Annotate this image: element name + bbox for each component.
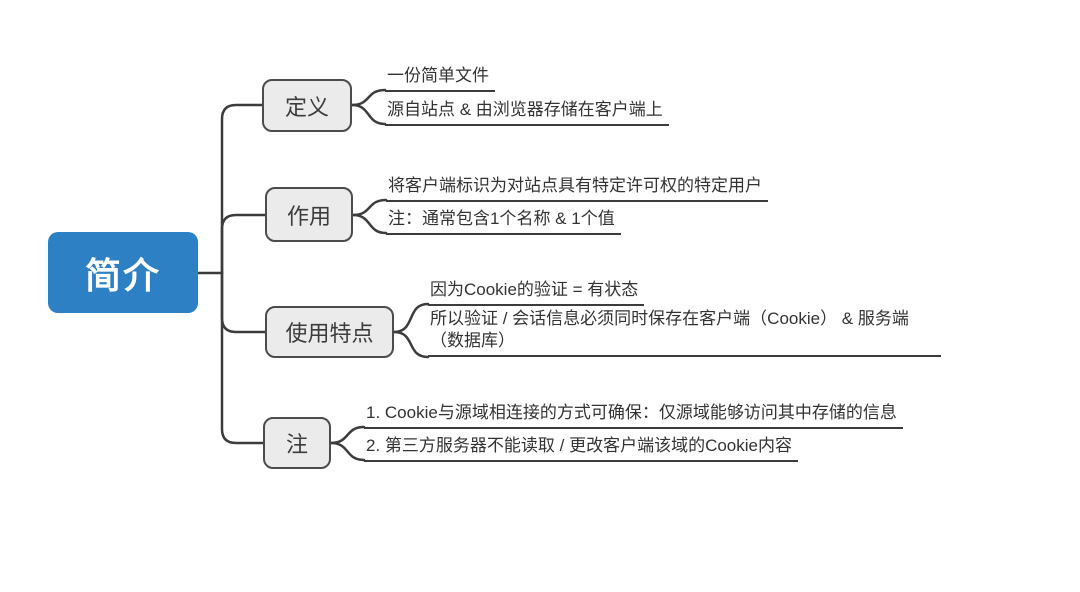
branch-node-function[interactable]: 作用 [265, 187, 353, 242]
leaf-function-1[interactable]: 将客户端标识为对站点具有特定许可权的特定用户 [386, 175, 768, 202]
leaf-note-1[interactable]: 1. Cookie与源域相连接的方式可确保：仅源域能够访问其中存储的信息 [364, 402, 903, 429]
root-node[interactable]: 简介 [48, 232, 198, 313]
leaf-note-2[interactable]: 2. 第三方服务器不能读取 / 更改客户端该域的Cookie内容 [364, 435, 798, 462]
branch-node-definition[interactable]: 定义 [262, 79, 352, 132]
branch-node-note[interactable]: 注 [263, 417, 331, 469]
leaf-usage-1[interactable]: 因为Cookie的验证 = 有状态 [428, 279, 645, 306]
leaf-definition-1[interactable]: 一份简单文件 [385, 65, 495, 92]
leaf-definition-2[interactable]: 源自站点 & 由浏览器存储在客户端上 [385, 99, 669, 126]
branch-node-usage-features[interactable]: 使用特点 [265, 306, 394, 358]
leaf-function-2[interactable]: 注：通常包含1个名称 & 1个值 [386, 208, 621, 235]
leaf-usage-2[interactable]: 所以验证 / 会话信息必须同时保存在客户端（Cookie） & 服务端（数据库） [428, 308, 941, 357]
